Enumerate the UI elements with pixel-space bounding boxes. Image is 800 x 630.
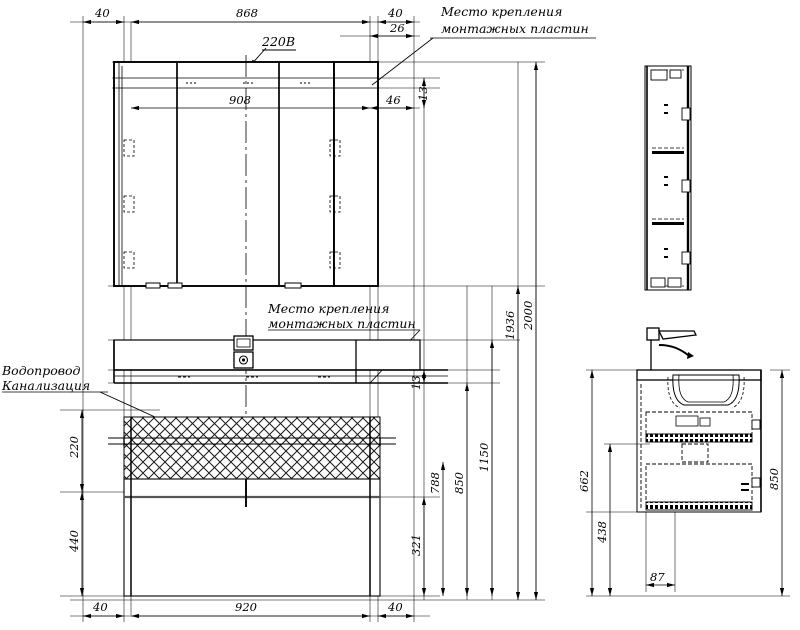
dim-87: 87	[650, 570, 665, 584]
dim-850-side: 850	[767, 468, 781, 490]
note-top-right-line2: монтажных пластин	[441, 21, 589, 36]
dim-bottom-left-40: 40	[92, 600, 108, 614]
note-middle-line1: Место крепления	[267, 301, 389, 316]
note-left-line1: Водопровод	[1, 363, 81, 378]
dim-850-front: 850	[452, 472, 466, 494]
dim-46: 46	[385, 93, 401, 107]
dim-1150: 1150	[477, 443, 491, 472]
note-top-right-leader	[371, 37, 596, 86]
dim-top-868: 868	[236, 6, 258, 20]
dim-bottom-right-40: 40	[387, 600, 403, 614]
lower-drawer	[645, 463, 753, 511]
dim-13-top: 13	[416, 86, 430, 101]
dim-440: 440	[67, 530, 81, 553]
dim-26: 26	[389, 21, 405, 35]
dim-438: 438	[595, 521, 609, 544]
power-label: 220В	[261, 34, 295, 49]
siphon-outline	[681, 443, 709, 463]
side-view-dim-arrows	[589, 370, 785, 596]
dim-321: 321	[409, 534, 423, 556]
note-left-line2: Канализация	[1, 378, 90, 393]
dim-bottom-920: 920	[235, 600, 257, 614]
top-dimension-row	[83, 19, 414, 39]
dim-top-left-40: 40	[94, 6, 110, 20]
dim-1936: 1936	[503, 311, 517, 340]
basin-outline	[672, 374, 740, 406]
side-view-dims	[586, 369, 790, 597]
vanity-front-view	[123, 417, 381, 597]
dim-13-mid: 13	[409, 375, 423, 390]
upper-drawer	[645, 411, 753, 443]
dim-2000: 2000	[521, 301, 535, 331]
faucet-icon	[233, 335, 254, 369]
dim-top-right-40: 40	[387, 6, 403, 20]
note-middle-line2: монтажных пластин	[268, 316, 416, 331]
dim-908: 908	[229, 93, 251, 107]
dim-220: 220	[67, 436, 81, 459]
note-top-right-line1: Место крепления	[440, 4, 562, 19]
cabinet-side-section-view	[644, 65, 692, 291]
countertop-band	[113, 339, 448, 384]
dim-662: 662	[577, 470, 591, 492]
vanity-side-section-view	[636, 327, 762, 513]
plumbing-hatched-zone	[108, 416, 396, 480]
right-vertical-dims	[421, 62, 539, 600]
dim-788: 788	[428, 472, 442, 494]
side-faucet-icon	[646, 327, 697, 372]
mirror-cabinet-front-view	[113, 55, 379, 560]
note-left-leader	[2, 391, 156, 418]
